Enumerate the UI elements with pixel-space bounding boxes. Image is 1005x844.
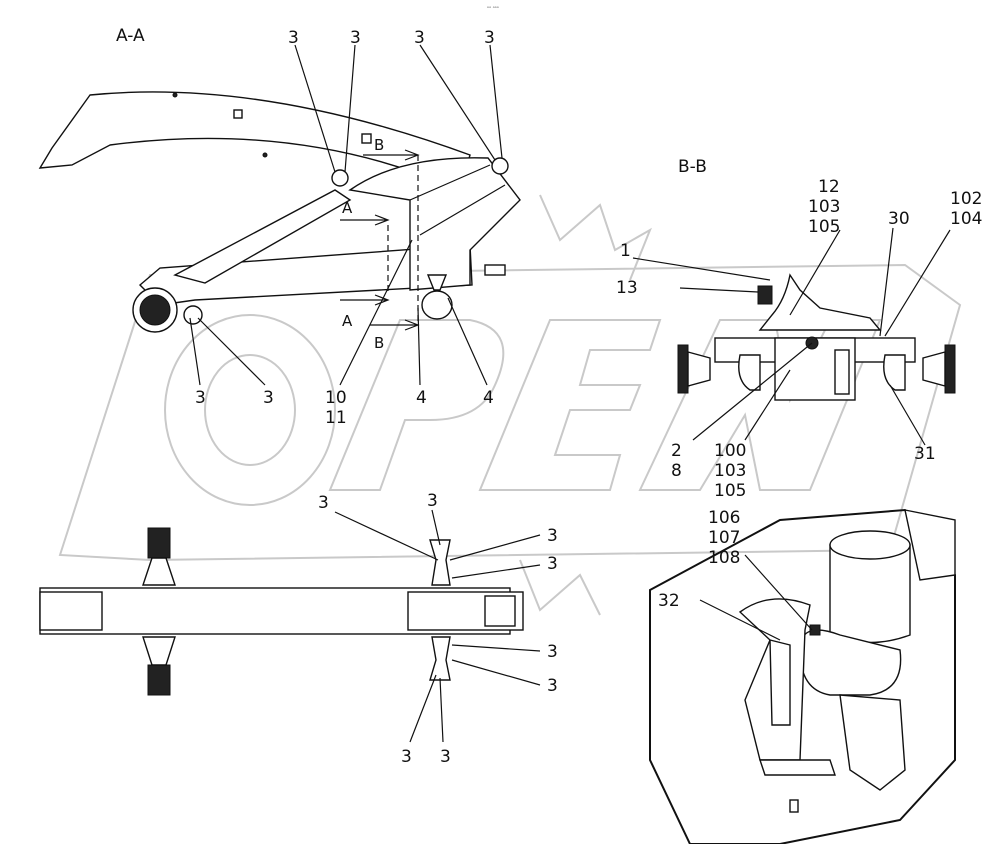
callout-32: 32 — [658, 591, 680, 611]
plan-hub-bottom — [142, 636, 176, 666]
view-title-bb: B-B — [678, 157, 707, 177]
diagonal-strut — [173, 189, 352, 284]
callout-3: 3 — [484, 28, 495, 48]
right-hub — [922, 351, 946, 387]
callout-11: 11 — [325, 408, 347, 428]
saddle — [758, 273, 882, 331]
left-wheel-flange — [677, 344, 689, 394]
detail-slot — [789, 799, 799, 813]
callout-3: 3 — [547, 526, 558, 546]
center-plate — [834, 349, 850, 395]
callout-3: 3 — [547, 554, 558, 574]
rivet — [172, 92, 178, 98]
view-detail: 106 107 108 32 — [649, 508, 956, 844]
tower-ribs — [409, 164, 506, 236]
mount — [426, 274, 448, 291]
callout-3: 3 — [427, 491, 438, 511]
callout-3: 3 — [440, 747, 451, 767]
marker-b-top: B — [374, 136, 384, 154]
callout-4: 4 — [416, 388, 427, 408]
bracket — [484, 264, 506, 276]
detail-cylinder-top — [829, 530, 911, 560]
plan-pivot-top — [429, 539, 451, 586]
pivot-drum-hub — [139, 294, 171, 326]
callout-104: 104 — [950, 209, 982, 229]
callout-105: 105 — [714, 481, 746, 501]
detail-lower-arm — [839, 694, 906, 791]
callout-12: 12 — [818, 177, 840, 197]
plan-hub-top — [142, 557, 176, 586]
callout-107: 107 — [708, 528, 740, 548]
callout-13: 13 — [616, 278, 638, 298]
callout-30: 30 — [888, 209, 910, 229]
marker-a-top: A — [342, 199, 353, 217]
block-13 — [757, 285, 773, 305]
leader-lines-bb — [632, 227, 951, 446]
leader-lines-detail — [699, 554, 813, 641]
plan-wheel-top — [147, 527, 171, 559]
callout-100: 100 — [714, 441, 746, 461]
left-bracket — [738, 354, 761, 391]
callout-8: 8 — [671, 461, 682, 481]
marker-a-bottom: A — [342, 312, 353, 330]
callout-3: 3 — [414, 28, 425, 48]
view-plan: 3 3 3 3 3 3 3 3 — [39, 491, 558, 767]
view-aa: A-A B A A B — [38, 26, 521, 428]
arrow-a-bottom — [340, 294, 390, 306]
callout-103: 103 — [808, 197, 840, 217]
callout-108: 108 — [708, 548, 740, 568]
callout-105: 105 — [808, 217, 840, 237]
callout-3: 3 — [195, 388, 206, 408]
right-wheel-flange — [944, 344, 956, 394]
callout-3: 3 — [547, 642, 558, 662]
callout-1: 1 — [620, 241, 631, 261]
arrow-b-top — [363, 149, 420, 161]
lower-pin — [183, 305, 203, 325]
detail-bracket-slot — [769, 639, 791, 726]
callout-102: 102 — [950, 189, 982, 209]
left-hub — [687, 351, 711, 387]
strut-pin — [331, 169, 349, 187]
plan-head-box — [484, 595, 516, 627]
detail-plate-corner — [904, 509, 956, 581]
head-pin — [491, 157, 509, 175]
view-bb: B-B 12 103 105 30 102 104 1 13 2 8 100 1… — [616, 157, 982, 501]
boom-hole — [233, 109, 243, 119]
marker-b-bottom: B — [374, 334, 384, 352]
callout-3: 3 — [401, 747, 412, 767]
callout-106: 106 — [708, 508, 740, 528]
arrow-a-top — [340, 214, 390, 226]
tower-body — [348, 157, 521, 291]
callout-31: 31 — [914, 444, 936, 464]
callout-3: 3 — [547, 676, 558, 696]
sheet-mark: ᵒᵒ ᵒᵒᵒ — [487, 6, 499, 12]
callout-2: 2 — [671, 441, 682, 461]
plan-wheel-bottom — [147, 664, 171, 696]
leader-lines-aa — [189, 44, 503, 386]
callout-3: 3 — [288, 28, 299, 48]
plan-end-plate — [39, 591, 103, 631]
right-bracket-31 — [883, 354, 906, 391]
callout-10: 10 — [325, 388, 347, 408]
callout-4: 4 — [483, 388, 494, 408]
callout-3: 3 — [318, 493, 329, 513]
view-title-aa: A-A — [116, 26, 145, 46]
callout-103: 103 — [714, 461, 746, 481]
arrow-b-bottom — [370, 319, 420, 331]
detail-base-plate — [759, 759, 836, 776]
plan-pivot-bottom — [429, 636, 451, 681]
watermark-logo — [58, 194, 962, 616]
detail-frame — [649, 508, 956, 844]
detail-fastener — [809, 624, 821, 636]
rivet — [262, 152, 268, 158]
marker-square — [361, 133, 372, 144]
callout-3: 3 — [350, 28, 361, 48]
suspension-unit — [421, 290, 453, 320]
callout-3: 3 — [263, 388, 274, 408]
leader-lines-plan — [334, 509, 541, 743]
